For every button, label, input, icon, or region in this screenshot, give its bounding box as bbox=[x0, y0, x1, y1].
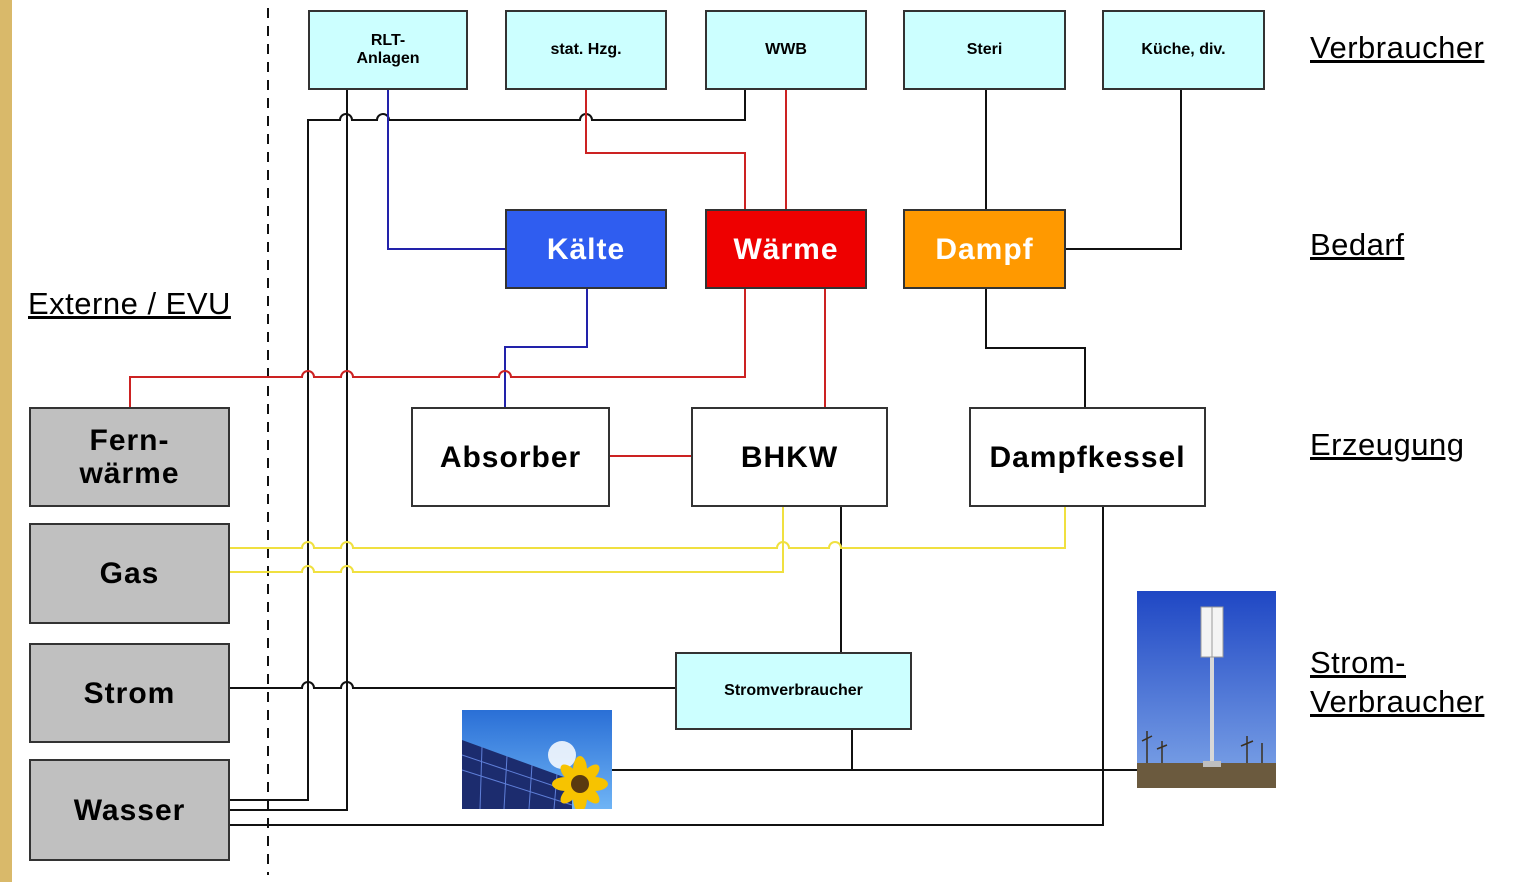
generation-dampfkessel-label: Dampfkessel bbox=[989, 440, 1186, 474]
consumer-wwb: WWB bbox=[705, 10, 867, 90]
generation-absorber: Absorber bbox=[411, 407, 610, 507]
consumer-rlt-anlagen: RLT- Anlagen bbox=[308, 10, 468, 90]
heat-stathzg-line bbox=[585, 88, 746, 209]
external-strom-label: Strom bbox=[83, 676, 176, 710]
external-wasser-label: Wasser bbox=[73, 793, 186, 827]
demand-kaelte: Kälte bbox=[505, 209, 667, 289]
stromverbraucher-box: Stromverbraucher bbox=[675, 652, 912, 730]
solar-panel-sunflower-image bbox=[462, 710, 612, 809]
kueche-dampf-line bbox=[1065, 88, 1182, 250]
external-fernwaerme-label-1: Fern- bbox=[89, 424, 170, 457]
water-line-1 bbox=[230, 88, 746, 801]
generation-absorber-label: Absorber bbox=[439, 440, 582, 474]
consumer-kueche-label: Küche, div. bbox=[1141, 41, 1226, 59]
cold-rlt-line bbox=[387, 88, 505, 250]
external-wasser: Wasser bbox=[29, 759, 230, 861]
gas-line-2 bbox=[230, 505, 784, 573]
demand-waerme-label: Wärme bbox=[733, 232, 839, 266]
external-fernwaerme: Fern- wärme bbox=[29, 407, 230, 507]
external-gas: Gas bbox=[29, 523, 230, 624]
demand-dampf-label: Dampf bbox=[935, 232, 1034, 266]
consumer-wwb-label: WWB bbox=[765, 41, 807, 59]
wind-turbine-image bbox=[1137, 591, 1276, 788]
generation-dampfkessel: Dampfkessel bbox=[969, 407, 1206, 507]
consumer-steri: Steri bbox=[903, 10, 1066, 90]
external-gas-label: Gas bbox=[99, 557, 160, 590]
consumer-steri-label: Steri bbox=[966, 41, 1003, 59]
consumer-kueche: Küche, div. bbox=[1102, 10, 1265, 90]
label-strom-verbraucher-line1: Strom- bbox=[1310, 645, 1406, 680]
strom-line bbox=[230, 681, 675, 689]
generation-bhkw: BHKW bbox=[691, 407, 888, 507]
label-strom-verbraucher-line2: Verbraucher bbox=[1310, 683, 1485, 719]
demand-waerme: Wärme bbox=[705, 209, 867, 289]
label-strom-verbraucher: Strom- Verbraucher bbox=[1310, 644, 1484, 722]
external-strom: Strom bbox=[29, 643, 230, 743]
label-bedarf: Bedarf bbox=[1310, 227, 1405, 262]
stromverbraucher-label: Stromverbraucher bbox=[724, 682, 863, 700]
demand-kaelte-label: Kälte bbox=[546, 232, 626, 266]
water-line-2 bbox=[230, 90, 348, 811]
consumer-stat-hzg-label: stat. Hzg. bbox=[550, 41, 622, 59]
label-erzeugung: Erzeugung bbox=[1310, 427, 1465, 462]
consumer-stat-hzg: stat. Hzg. bbox=[505, 10, 667, 90]
water-line-3 bbox=[230, 505, 1104, 826]
heat-fernwaerme-line bbox=[129, 287, 746, 407]
external-fernwaerme-label-2: wärme bbox=[79, 457, 180, 490]
consumer-rlt-label-2: Anlagen bbox=[356, 50, 420, 67]
generation-bhkw-label: BHKW bbox=[740, 440, 839, 474]
label-verbraucher: Verbraucher bbox=[1310, 30, 1485, 65]
cold-absorber-line bbox=[504, 287, 588, 407]
gas-line-1 bbox=[230, 505, 1066, 549]
demand-dampf: Dampf bbox=[903, 209, 1066, 289]
consumer-rlt-label-1: RLT- bbox=[370, 32, 406, 50]
dampf-dampfkessel-line bbox=[985, 287, 1086, 407]
label-externe-evu: Externe / EVU bbox=[28, 286, 231, 321]
